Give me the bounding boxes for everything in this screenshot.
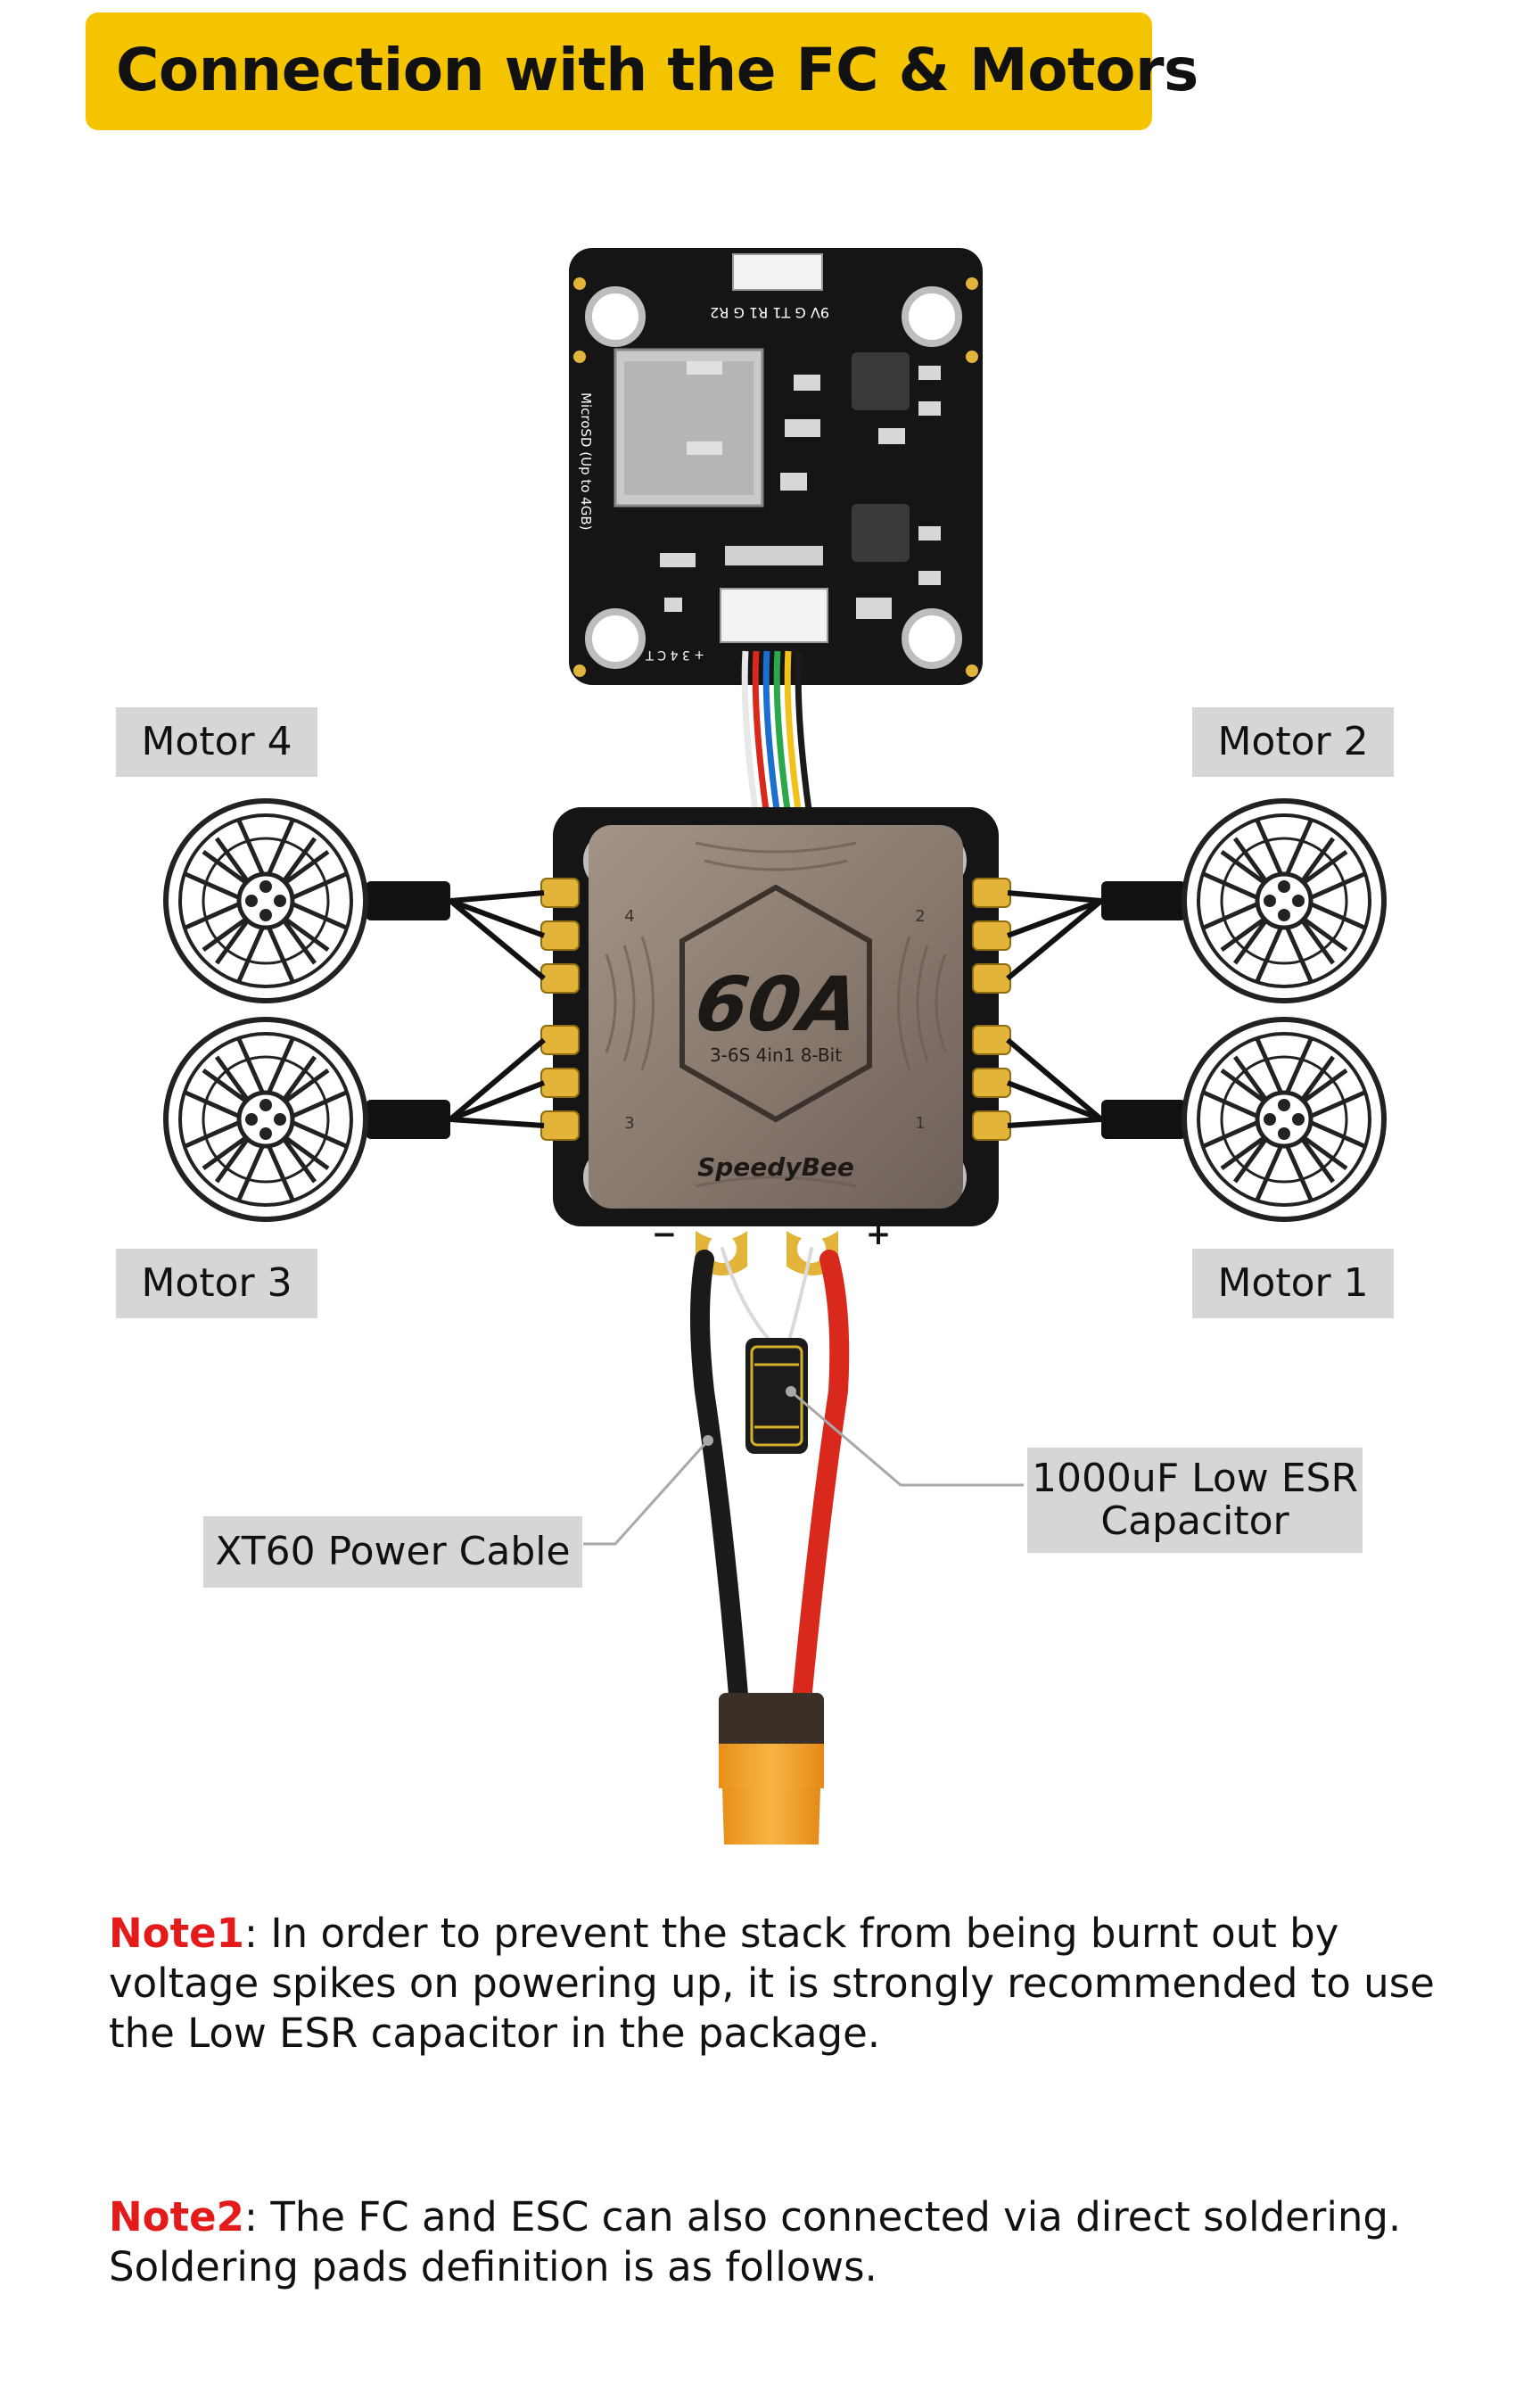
capacitor-label: 1000uF Low ESR Capacitor (1027, 1448, 1363, 1553)
note-1-key: Note1 (109, 1910, 244, 1957)
motor-1-icon (1184, 1019, 1384, 1219)
motor-wires (449, 890, 1103, 1128)
motor-4-label: Motor 4 (116, 707, 317, 777)
note-2-key: Note2 (109, 2193, 244, 2241)
esc-motor-number-3: 3 (624, 1114, 634, 1133)
xt60-connector-icon (719, 1693, 824, 1844)
motor-3-label: Motor 3 (116, 1249, 317, 1318)
motor-4-icon (166, 801, 366, 1001)
flight-controller-board: MicroSD (Up to 4GB) 9V G T1 R1 G R2 + 3 … (569, 248, 983, 685)
motor-2-label: Motor 2 (1192, 707, 1394, 777)
fc-pad-label: + 3 4 C T (646, 648, 704, 662)
motor-1-label: Motor 1 (1192, 1249, 1394, 1318)
page-title: Connection with the FC & Motors (116, 36, 1198, 104)
motor-2-icon (1184, 801, 1384, 1001)
esc-spec: 3-6S 4in1 8-Bit (710, 1044, 842, 1066)
esc-motor-number-2: 2 (915, 907, 925, 926)
leader-lines (583, 1390, 1024, 1546)
ribbon-cable (741, 650, 813, 817)
note-2-text: : The FC and ESC can also connected via … (109, 2193, 1402, 2290)
note-2: Note2: The FC and ESC can also connected… (109, 2192, 1446, 2292)
power-cable-label: XT60 Power Cable (203, 1516, 582, 1588)
esc-brand: SpeedyBee (697, 1152, 854, 1182)
xt60-power-cable (690, 1247, 850, 1749)
esc-positive-sign: + (866, 1217, 892, 1252)
fc-uart-label: 9V G T1 R1 G R2 (710, 304, 829, 321)
capacitor-icon (745, 1338, 808, 1454)
esc-motor-number-1: 1 (915, 1114, 925, 1133)
title-banner: Connection with the FC & Motors (86, 12, 1198, 130)
esc-board: 60A 3-6S 4in1 8-Bit SpeedyBee 4 2 3 1 − (540, 807, 1011, 1275)
esc-motor-number-4: 4 (624, 907, 634, 926)
note-1: Note1: In order to prevent the stack fro… (109, 1909, 1446, 2059)
capacitor-label-line2: Capacitor (1100, 1498, 1289, 1544)
note-1-text: : In order to prevent the stack from bei… (109, 1910, 1435, 2057)
esc-negative-sign: − (652, 1217, 678, 1252)
fc-sd-label: MicroSD (Up to 4GB) (578, 392, 594, 530)
capacitor-label-line1: 1000uF Low ESR (1031, 1456, 1359, 1501)
motor-3-icon (166, 1019, 366, 1219)
esc-rating: 60A (690, 961, 865, 1048)
